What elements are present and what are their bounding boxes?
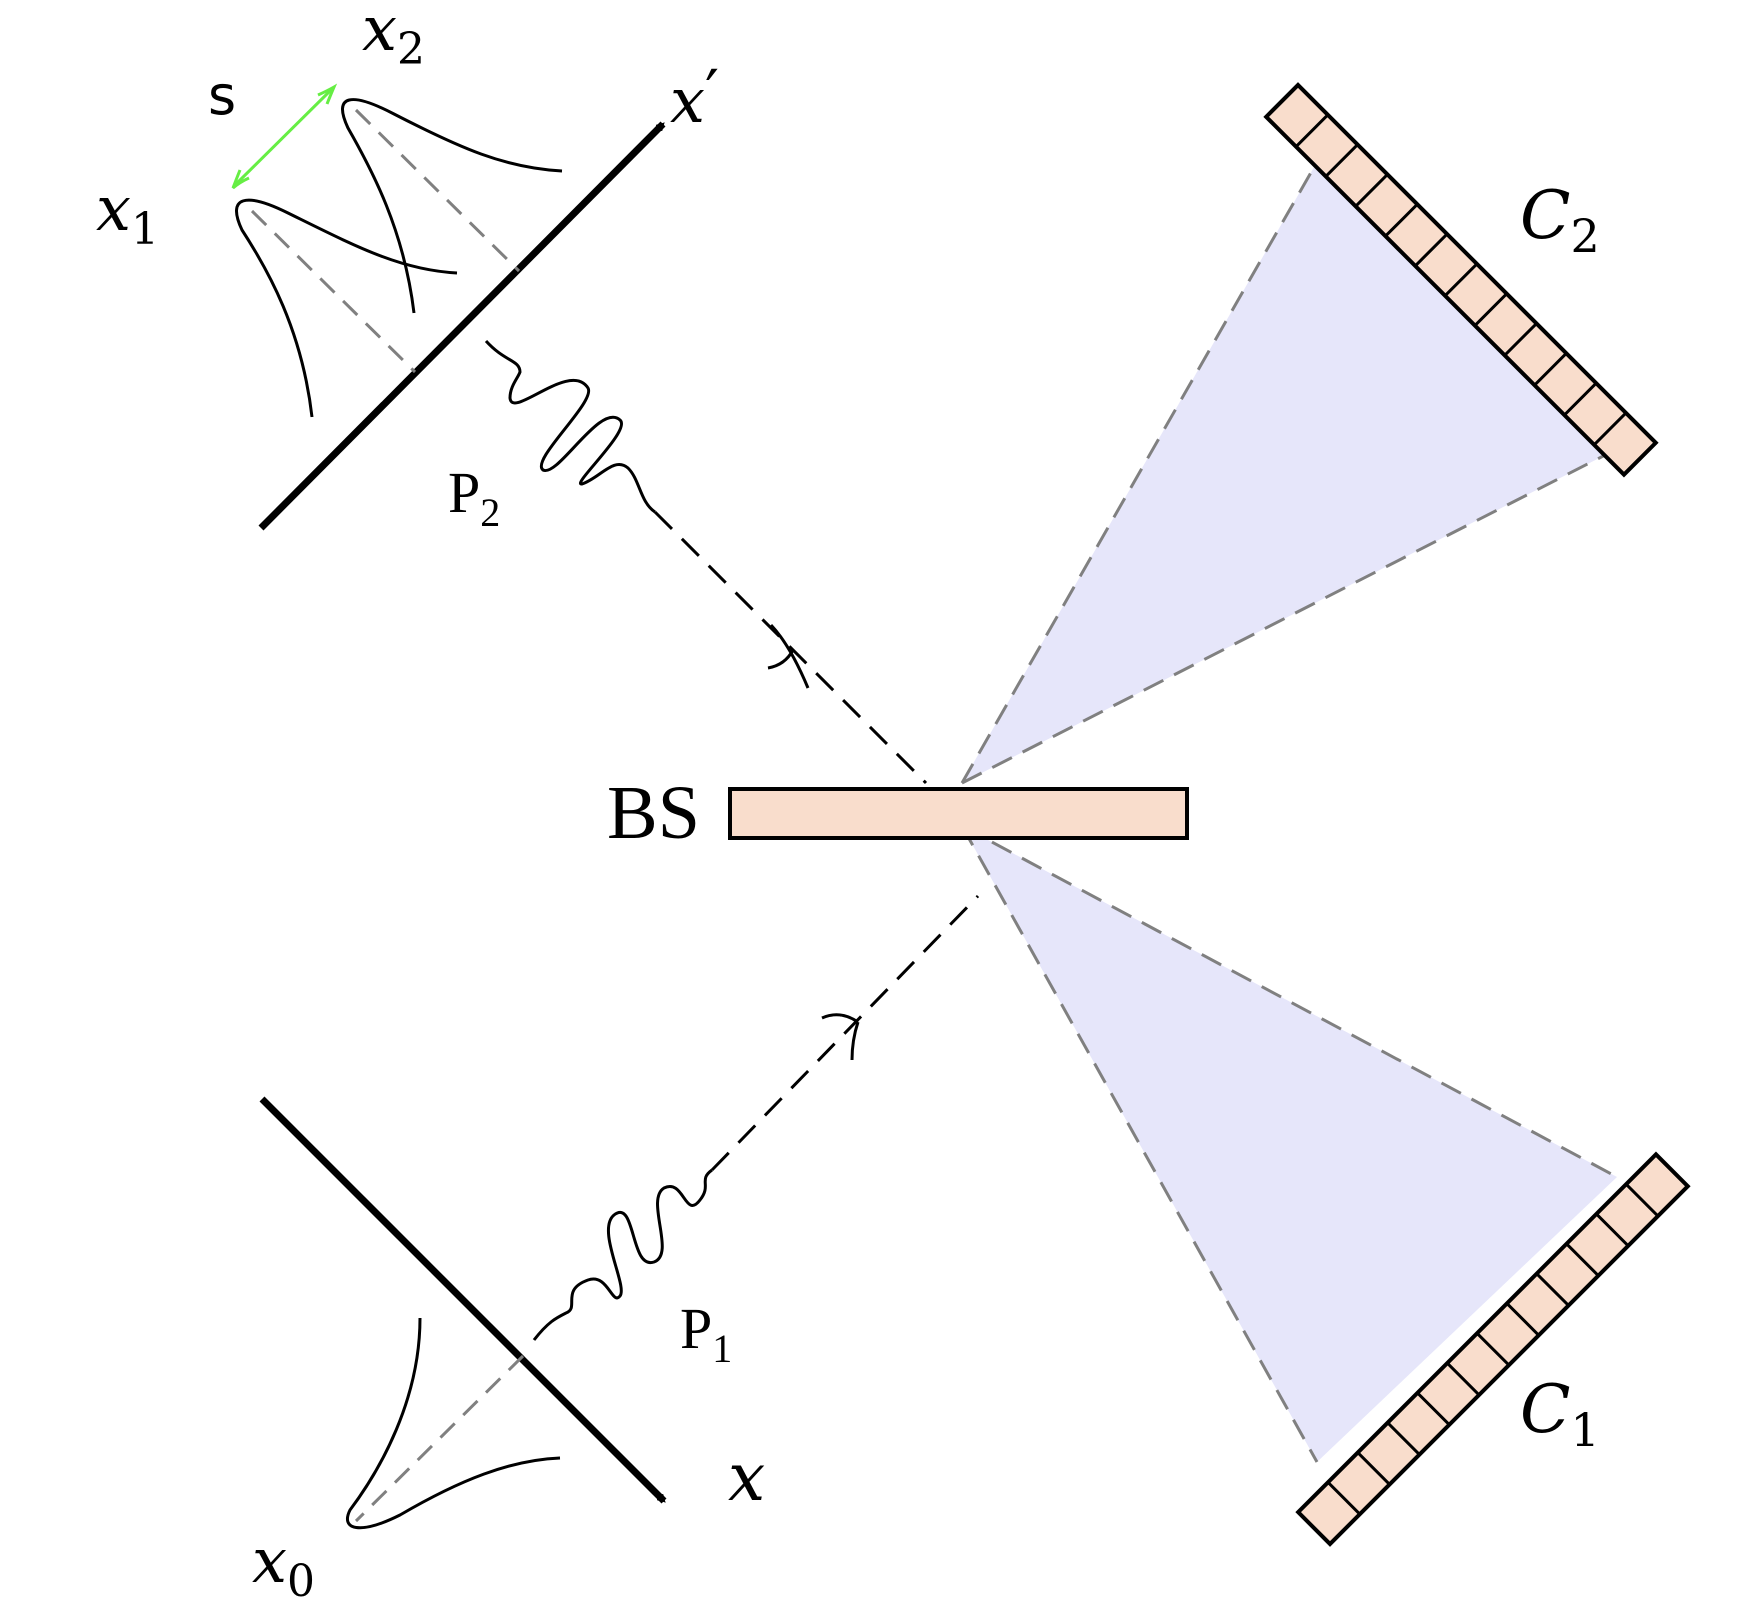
label-x2: x2 [362, 0, 425, 75]
detector-c2 [1263, 82, 1659, 478]
separation-arrow-head-b [317, 83, 338, 105]
light-cone-lower-edge-a [960, 825, 1319, 1463]
beam-splitter [728, 787, 1189, 840]
label-p2-main: P [448, 460, 480, 525]
label-x1-main: x [96, 172, 131, 245]
label-c2-sub: 2 [1571, 209, 1600, 263]
light-cone-lower-edge-b [961, 824, 1618, 1179]
detector-c2-pixel-divider [1503, 322, 1538, 357]
label-c1-sub: 1 [1571, 1403, 1600, 1457]
photon-p1-direction-icon [821, 1013, 860, 1061]
detector-c1 [1295, 1151, 1691, 1547]
photon-p2-path [653, 510, 928, 785]
label-c1-main: C [1520, 1371, 1571, 1448]
detector-c2-pixel-divider [1354, 173, 1389, 208]
detector-c1-pixel-divider [1326, 1481, 1361, 1516]
detector-c2-pixel-divider [1593, 411, 1628, 446]
x-axis [259, 1096, 667, 1504]
light-cone-lower-fill [962, 826, 1617, 1462]
photon-p1-wave [532, 1168, 713, 1341]
wave-packet-x0-curve [346, 1317, 561, 1530]
label-p2-sub: 2 [480, 490, 500, 535]
label-p1-main: P [680, 1296, 712, 1361]
label-x2-main: x [362, 0, 397, 65]
label-c2-main: C [1520, 177, 1571, 254]
separation-arrow-head-a [231, 169, 250, 190]
detector-c1-pixel-divider [1505, 1302, 1540, 1337]
label-s: s [208, 64, 236, 127]
detector-c2-pixel-divider [1533, 352, 1568, 387]
light-cone-upper-fill [962, 162, 1617, 783]
wave-packet-x2-curve [341, 98, 563, 314]
x-prime-axis [258, 121, 666, 531]
label-x0: x0 [252, 1524, 315, 1598]
label-x1: x1 [96, 172, 159, 255]
detector-c1-pixel-divider [1595, 1212, 1630, 1247]
detector-c2-pixel-divider [1473, 292, 1508, 327]
light-cone-upper-edge-b [961, 447, 1618, 785]
wave-packet-x0-axis [354, 1354, 525, 1523]
separation-arrow-line [232, 86, 335, 188]
photon-p2-direction-icon [767, 623, 810, 689]
detector-c2-pixel-divider [1294, 113, 1329, 148]
detector-c2-pixel-divider [1324, 143, 1359, 178]
separation-arrow [231, 83, 338, 190]
detector-c1-pixels [1326, 1183, 1660, 1516]
detector-c1-pixel-divider [1416, 1391, 1451, 1426]
wave-packet-x1-curve [235, 198, 458, 418]
label-x-prime-prime: ′ [705, 56, 719, 129]
photon-p2-wave [484, 339, 656, 514]
detector-c2-pixel-divider [1444, 262, 1478, 297]
detector-c1-pixel-divider [1356, 1451, 1391, 1486]
label-x0-sub: 0 [287, 1556, 315, 1598]
light-cone-upper [960, 161, 1618, 785]
detector-c2-pixel-divider [1384, 203, 1419, 238]
label-bs: BS [607, 771, 700, 855]
wave-packet-x0 [346, 1317, 561, 1530]
light-cone-lower [960, 824, 1618, 1463]
wave-packet-x2-axis [354, 108, 521, 273]
wave-packet-x2 [341, 98, 563, 314]
label-p2: P2 [448, 460, 500, 535]
label-p1: P1 [680, 1296, 732, 1371]
detector-c2-pixel-divider [1563, 382, 1598, 417]
detector-c2-pixels [1294, 113, 1628, 446]
label-x0-main: x [252, 1524, 287, 1597]
label-p1-sub: 1 [712, 1326, 732, 1371]
wave-packet-x1-axis [250, 209, 417, 374]
label-x-prime: x′ [670, 56, 719, 137]
detector-c1-pixel-divider [1386, 1421, 1421, 1456]
wave-packet-x1 [235, 198, 458, 418]
label-x-prime-main: x [670, 64, 705, 137]
detector-c2-pixel-divider [1414, 232, 1449, 267]
detector-c1-pixel-divider [1446, 1362, 1481, 1397]
photon-p1-path [710, 894, 980, 1172]
light-cone-upper-edge-a [960, 161, 1319, 784]
detector-c1-pixel-divider [1565, 1242, 1600, 1277]
label-c1: C1 [1520, 1371, 1600, 1457]
label-x: x [728, 1439, 765, 1516]
label-x2-sub: 2 [397, 24, 425, 75]
detector-c1-pixel-divider [1476, 1332, 1510, 1367]
label-c2: C2 [1520, 177, 1600, 263]
detector-c1-pixel-divider [1535, 1272, 1570, 1307]
detector-c1-pixel-divider [1625, 1183, 1660, 1218]
label-x1-sub: 1 [131, 204, 159, 255]
